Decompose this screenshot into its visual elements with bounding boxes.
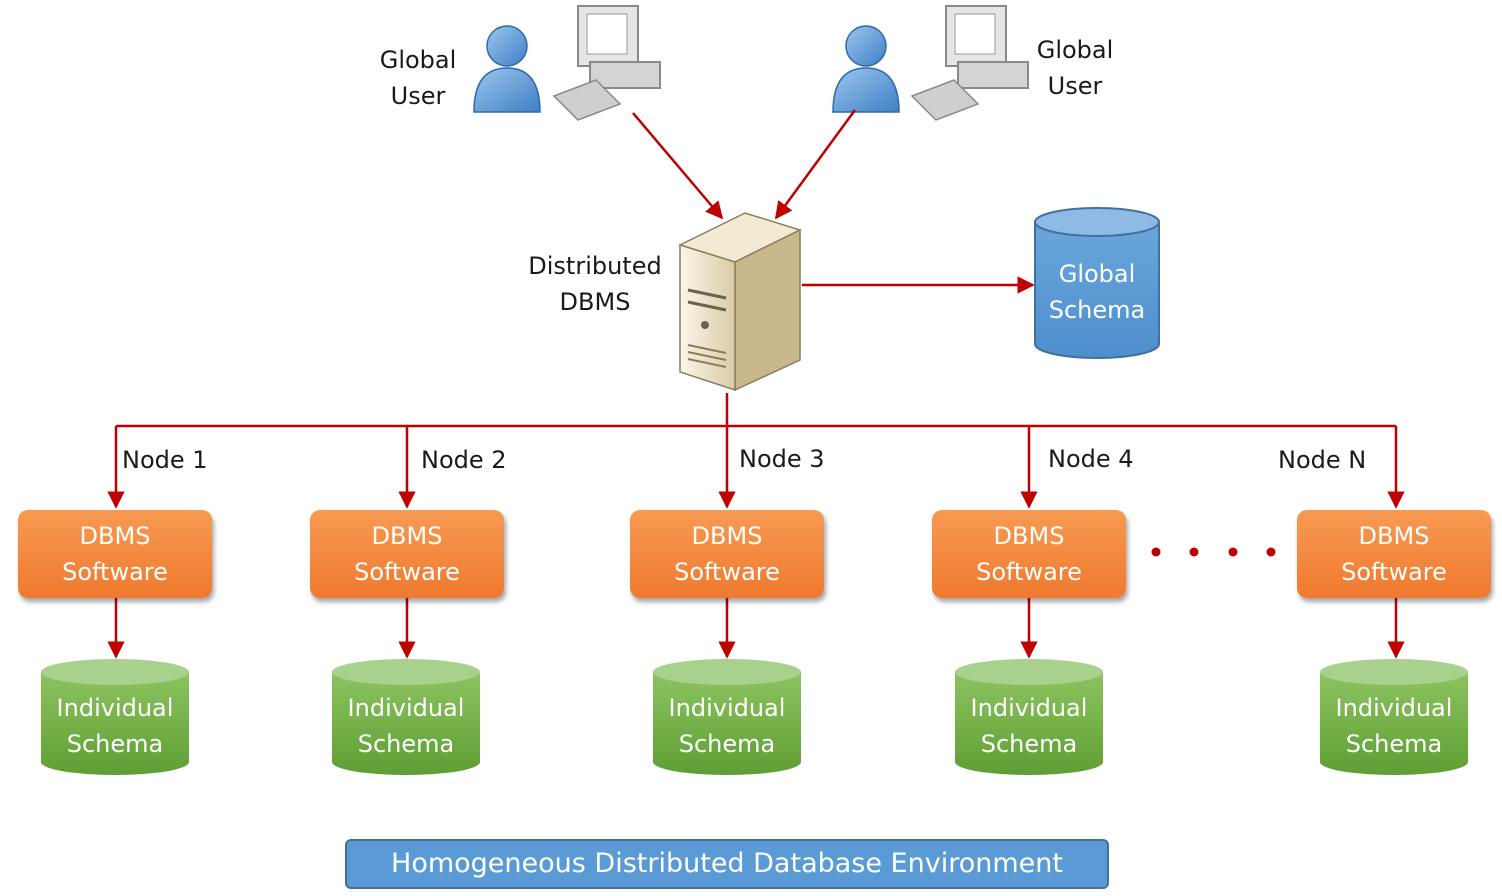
database-icon (332, 659, 480, 775)
node-label: Node 1 (122, 446, 208, 474)
server-icon (677, 212, 803, 392)
schema-line1: Individual (970, 694, 1088, 722)
dbms-software-box: DBMS Software (932, 510, 1126, 598)
database-icon (41, 659, 189, 775)
dbms-box-line1: DBMS (691, 522, 763, 550)
schema-line2: Schema (66, 730, 164, 758)
dbms-box-line1: DBMS (79, 522, 151, 550)
dbms-software-box: DBMS Software (310, 510, 504, 598)
arrow-user1-to-server (632, 112, 724, 220)
node-label: Node 4 (1048, 445, 1134, 473)
user-label-line2: User (390, 82, 446, 110)
ellipsis-dots (1151, 547, 1276, 557)
individual-schema-label: Individual Schema (653, 690, 801, 762)
computer-icon (552, 5, 661, 121)
dbms-box-line2: Software (62, 558, 168, 586)
schema-line2: Schema (1345, 730, 1443, 758)
dbms-software-box: DBMS Software (630, 510, 824, 598)
schema-line2: Schema (357, 730, 455, 758)
server-label-line2: DBMS (559, 288, 631, 316)
schema-line2: Schema (678, 730, 776, 758)
dbms-box-line1: DBMS (371, 522, 443, 550)
dbms-software-box: DBMS Software (1297, 510, 1491, 598)
individual-schema-label: Individual Schema (332, 690, 480, 762)
arrow-user2-to-server (774, 109, 857, 220)
schema-line1: Individual (1335, 694, 1453, 722)
computer-icon (910, 5, 1029, 121)
dbms-box-line2: Software (354, 558, 460, 586)
dbms-box-line2: Software (674, 558, 780, 586)
dbms-box-line1: DBMS (993, 522, 1065, 550)
node-label: Node N (1278, 446, 1367, 474)
dbms-box-line2: Software (1341, 558, 1447, 586)
schema-line2: Schema (980, 730, 1078, 758)
individual-schema-label: Individual Schema (955, 690, 1103, 762)
dbms-software-box: DBMS Software (18, 510, 212, 598)
user-label: Global User (1015, 32, 1135, 104)
user-icon (832, 25, 900, 113)
global-schema-line1: Global (1058, 260, 1136, 288)
user-label: Global User (358, 42, 478, 114)
schema-line1: Individual (347, 694, 465, 722)
database-icon (1034, 207, 1160, 359)
user-icon (473, 25, 541, 113)
individual-schema-label: Individual Schema (1320, 690, 1468, 762)
database-icon (1320, 659, 1468, 775)
diagram-title-banner: Homogeneous Distributed Database Environ… (345, 839, 1109, 889)
global-schema-label: Global Schema (1035, 256, 1159, 328)
individual-schema-label: Individual Schema (41, 690, 189, 762)
database-icon (955, 659, 1103, 775)
user-label-line2: User (1047, 72, 1103, 100)
dbms-box-line2: Software (976, 558, 1082, 586)
node-label: Node 2 (421, 446, 507, 474)
global-schema-line2: Schema (1048, 296, 1146, 324)
dbms-box-line1: DBMS (1358, 522, 1430, 550)
node-label: Node 3 (739, 445, 825, 473)
server-label-line1: Distributed (528, 252, 662, 280)
user-label-line1: Global (379, 46, 457, 74)
schema-line1: Individual (56, 694, 174, 722)
schema-line1: Individual (668, 694, 786, 722)
server-label: Distributed DBMS (515, 248, 675, 320)
database-icon (653, 659, 801, 775)
user-label-line1: Global (1036, 36, 1114, 64)
